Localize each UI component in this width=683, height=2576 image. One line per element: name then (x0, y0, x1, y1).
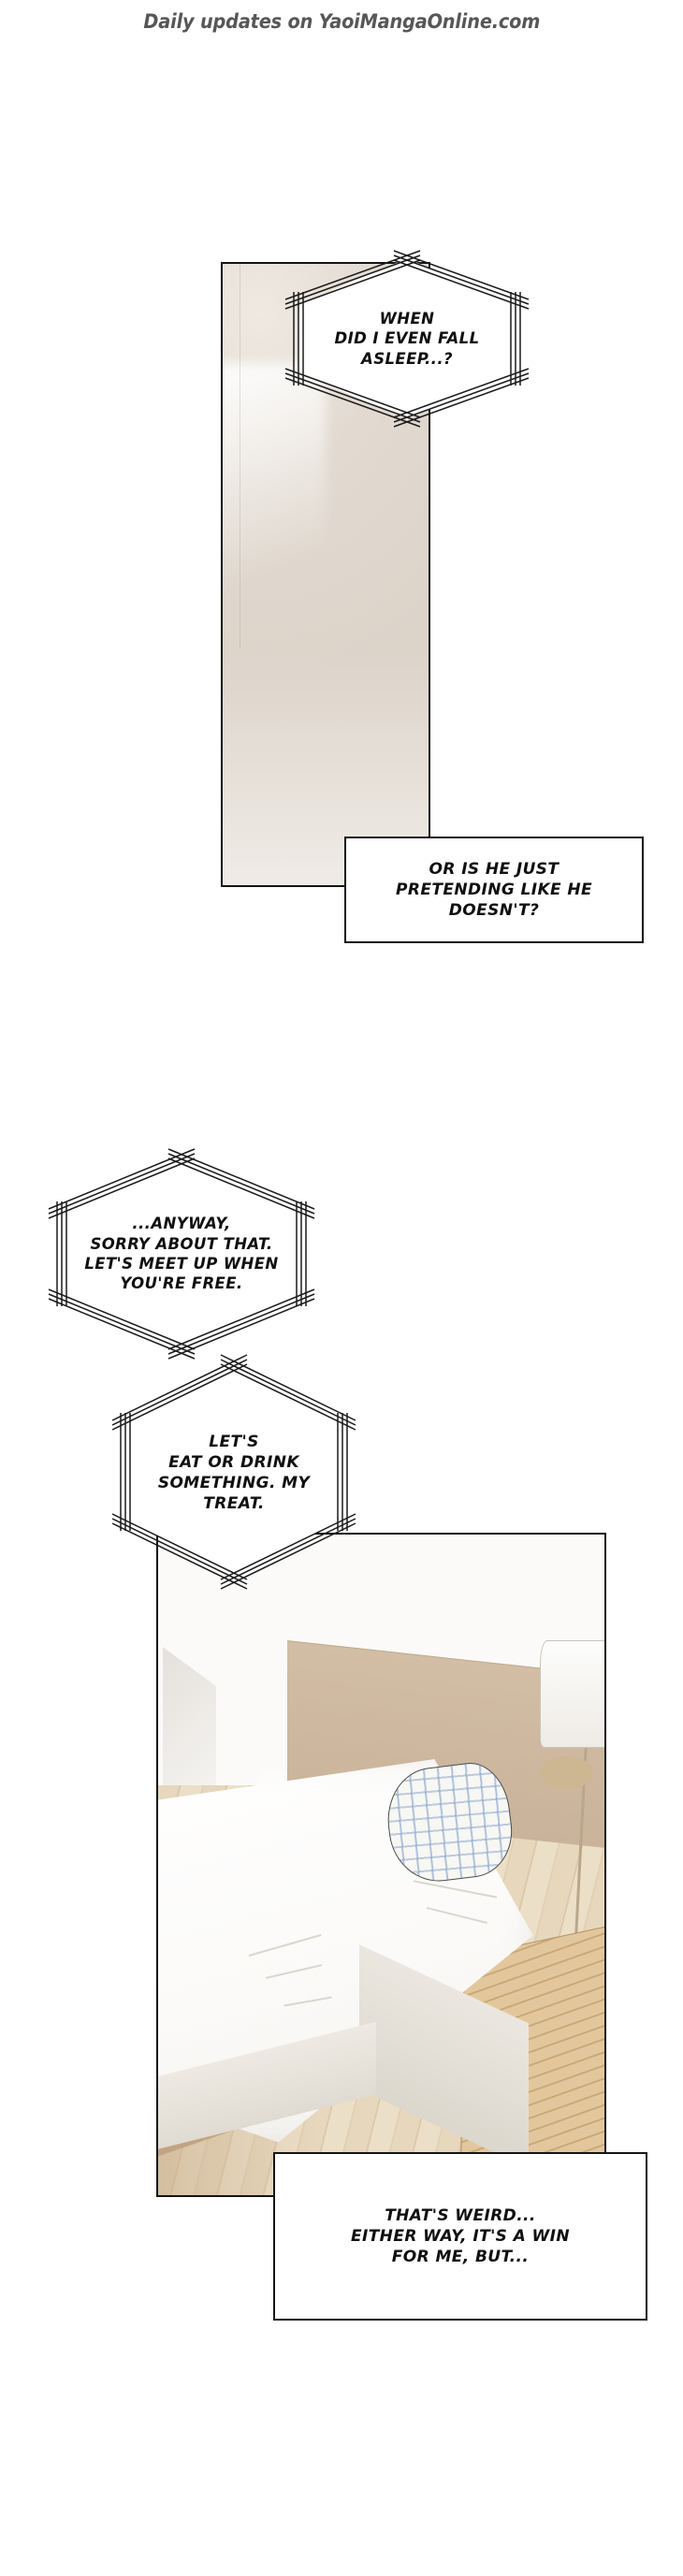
lamp-base (539, 1755, 594, 1789)
wall-light-glow (223, 363, 326, 649)
caption-or-is-he-just-pretending: OR IS HE JUST PRETENDING LIKE HE DOESN'T… (344, 837, 644, 943)
plaid-pillow (381, 1758, 517, 1887)
caption-2-text: THAT'S WEIRD... EITHER WAY, IT'S A WIN F… (350, 2205, 571, 2267)
site-banner-text: Daily updates on YaoiMangaOnline.com (143, 10, 540, 33)
comic-panel-bedroom (156, 1533, 606, 2197)
caption-thats-weird-either-way: THAT'S WEIRD... EITHER WAY, IT'S A WIN F… (273, 2152, 647, 2321)
bedroom-scene (158, 1535, 604, 2195)
lamp-shade (540, 1639, 604, 1748)
message-bubble-lets-eat-or-drink: LET'S EAT OR DRINK SOMETHING. MY TREAT. (94, 1347, 374, 1598)
site-banner: Daily updates on YaoiMangaOnline.com (0, 0, 683, 43)
caption-text: OR IS HE JUST PRETENDING LIKE HE DOESN'T… (395, 859, 593, 921)
message-bubble-anyway-sorry: ...ANYWAY, SORRY ABOUT THAT. LET'S MEET … (28, 1143, 335, 1364)
thought-bubble-when-did-i-fall-asleep: WHEN DID I EVEN FALL ASLEEP...? (267, 245, 547, 432)
